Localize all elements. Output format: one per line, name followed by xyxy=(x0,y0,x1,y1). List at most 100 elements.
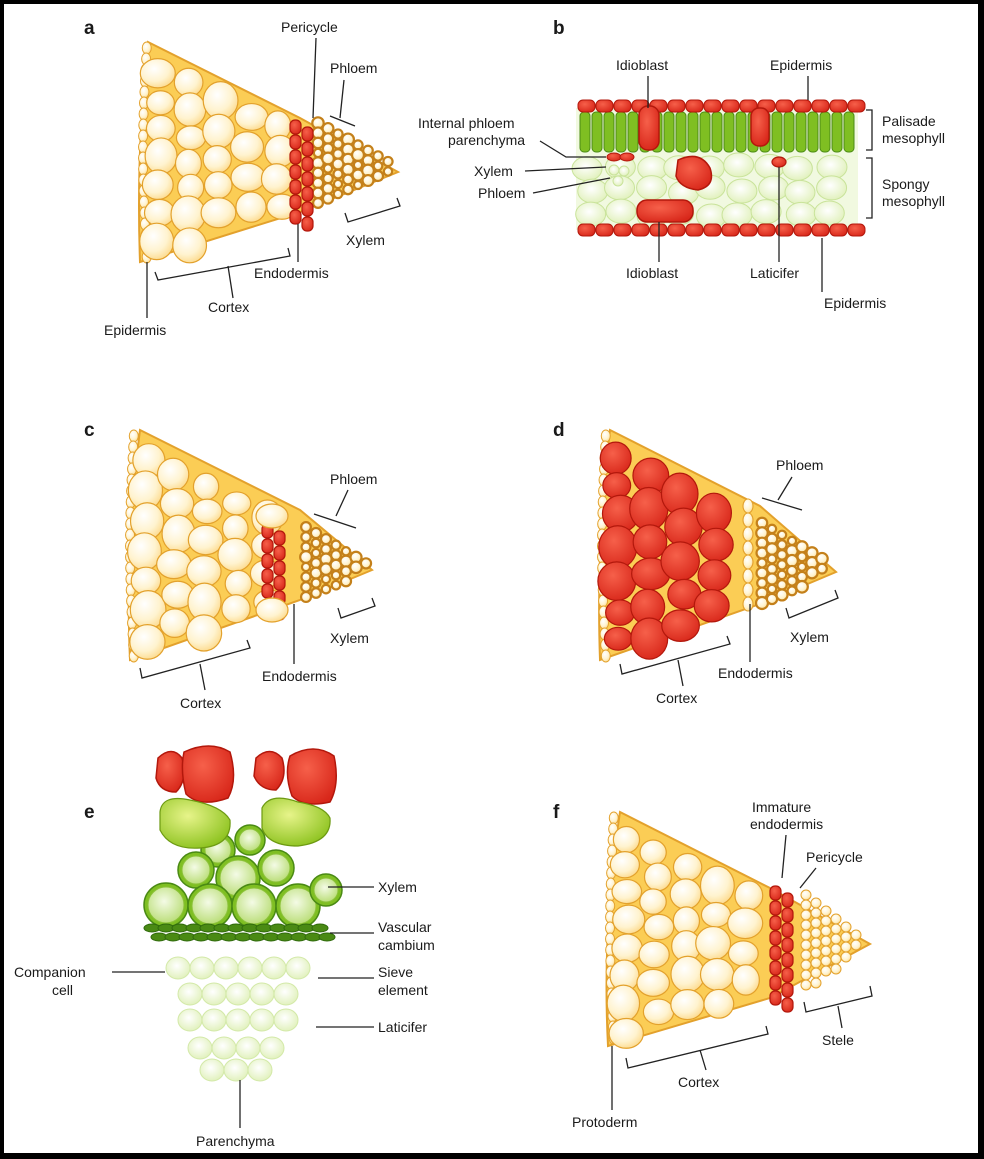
stele-cell xyxy=(374,162,383,171)
stele-cell xyxy=(801,970,811,980)
cortex-cell xyxy=(157,550,191,579)
endodermis-cell xyxy=(302,142,313,156)
parenchyma-cell xyxy=(188,1037,212,1059)
stele-cell xyxy=(851,940,861,950)
palisade-cell xyxy=(592,112,602,152)
epidermis-cell xyxy=(601,430,610,442)
cambium-cell xyxy=(319,933,335,941)
stele-cell xyxy=(334,180,342,188)
cortex-cell xyxy=(700,958,733,990)
spongy-cell xyxy=(782,156,812,180)
stele-cell xyxy=(323,174,332,183)
leader-pericycle-f xyxy=(800,868,816,888)
idioblast-palisade-1 xyxy=(639,106,659,150)
panel-a: Pericycle Phloem Xylem Endodermis Cortex… xyxy=(104,19,400,338)
parenchyma-cell xyxy=(178,983,202,1005)
stele-cell xyxy=(343,175,353,185)
xylem-vessel-lumen xyxy=(262,854,290,882)
stele-cell xyxy=(301,572,310,581)
cortex-cell xyxy=(607,985,639,1021)
cortex-cell xyxy=(145,199,175,226)
stele-cell xyxy=(354,181,362,189)
stele-cells-c xyxy=(300,522,371,602)
endodermis-cell xyxy=(782,998,793,1012)
stele-cell xyxy=(322,585,330,593)
stele-cell xyxy=(801,890,811,900)
stele-cell xyxy=(311,528,321,538)
panel-letter-b: b xyxy=(553,18,565,39)
stele-cell xyxy=(811,958,821,968)
label-spongy-mesophyll-b: mesophyll xyxy=(882,193,945,209)
stele-cell xyxy=(321,534,331,544)
cortex-cell xyxy=(147,91,175,115)
label-xylem-c: Xylem xyxy=(330,630,369,646)
parenchyma-cell xyxy=(250,983,274,1005)
endodermis-cell xyxy=(290,195,301,209)
leader-phloem-a xyxy=(330,80,355,126)
stele-cell xyxy=(788,586,797,595)
cortex-cell xyxy=(176,126,205,150)
parenchyma-cell xyxy=(166,957,190,979)
parenchyma-cell xyxy=(178,1009,202,1031)
stele-cell xyxy=(811,948,821,958)
label-cortex-c: Cortex xyxy=(180,695,221,711)
bracket-xylem-c xyxy=(338,598,375,618)
cortex-cells-c xyxy=(128,444,284,660)
stele-cell xyxy=(301,582,310,591)
stele-cell xyxy=(821,946,831,956)
epidermis-cell xyxy=(704,224,721,236)
endodermis-cell xyxy=(770,991,781,1005)
stele-cell xyxy=(757,578,767,588)
parenchyma-cell xyxy=(202,983,226,1005)
panel-letter-e: e xyxy=(84,802,95,823)
label-cortex-f: Cortex xyxy=(678,1074,719,1090)
palisade-cell xyxy=(808,112,818,152)
epidermis-cell xyxy=(578,100,595,112)
spongy-cell xyxy=(606,199,636,223)
cortex-cell xyxy=(140,59,175,88)
label-pericycle-a: Pericycle xyxy=(281,19,338,35)
spongy-cell xyxy=(751,200,781,224)
cortex-cell xyxy=(187,556,221,587)
label-endodermis-d: Endodermis xyxy=(718,665,793,681)
xylem-vessel xyxy=(188,884,232,928)
epidermis-cell xyxy=(758,224,775,236)
endodermis-cell xyxy=(290,120,301,134)
stele-cell xyxy=(766,543,777,554)
parenchyma-cell xyxy=(238,957,262,979)
panel-b: Idioblast Epidermis Internal phloem pare… xyxy=(418,57,945,311)
endodermis-cell xyxy=(274,576,285,590)
cortex-cell xyxy=(171,196,205,233)
cortex-cell xyxy=(231,132,264,162)
stele-cell xyxy=(331,550,341,560)
xylem-cell xyxy=(609,165,619,175)
epidermis-cell xyxy=(704,100,721,112)
palisade-cell xyxy=(724,112,734,152)
label-cortex-a: Cortex xyxy=(208,299,249,315)
stele-cell xyxy=(811,978,821,988)
stele-cell xyxy=(801,940,811,950)
cortex-cell xyxy=(701,903,730,928)
stele-cells-d xyxy=(756,518,828,609)
stele-cell xyxy=(821,906,831,916)
label-phloem-a: Phloem xyxy=(330,60,377,76)
cortex-cell xyxy=(640,889,666,914)
stele-cell xyxy=(384,167,392,175)
parenchyma-cell xyxy=(250,1009,274,1031)
stele-cell xyxy=(831,924,841,934)
epidermis-cell xyxy=(140,86,149,98)
cortex-cell xyxy=(673,854,701,881)
stele-cell xyxy=(312,549,320,557)
epidermis-cell xyxy=(722,224,739,236)
cortex-cell xyxy=(728,941,758,966)
label-idioblast-top-b: Idioblast xyxy=(616,57,668,73)
palisade-cell xyxy=(580,112,590,152)
cortex-cell xyxy=(235,104,268,131)
cortex-cell xyxy=(613,905,645,934)
endodermis-cell xyxy=(770,901,781,915)
stele-cell xyxy=(768,585,776,593)
epidermis-cell xyxy=(609,812,618,824)
stele-cell xyxy=(331,541,340,550)
stele-cell xyxy=(301,522,311,532)
